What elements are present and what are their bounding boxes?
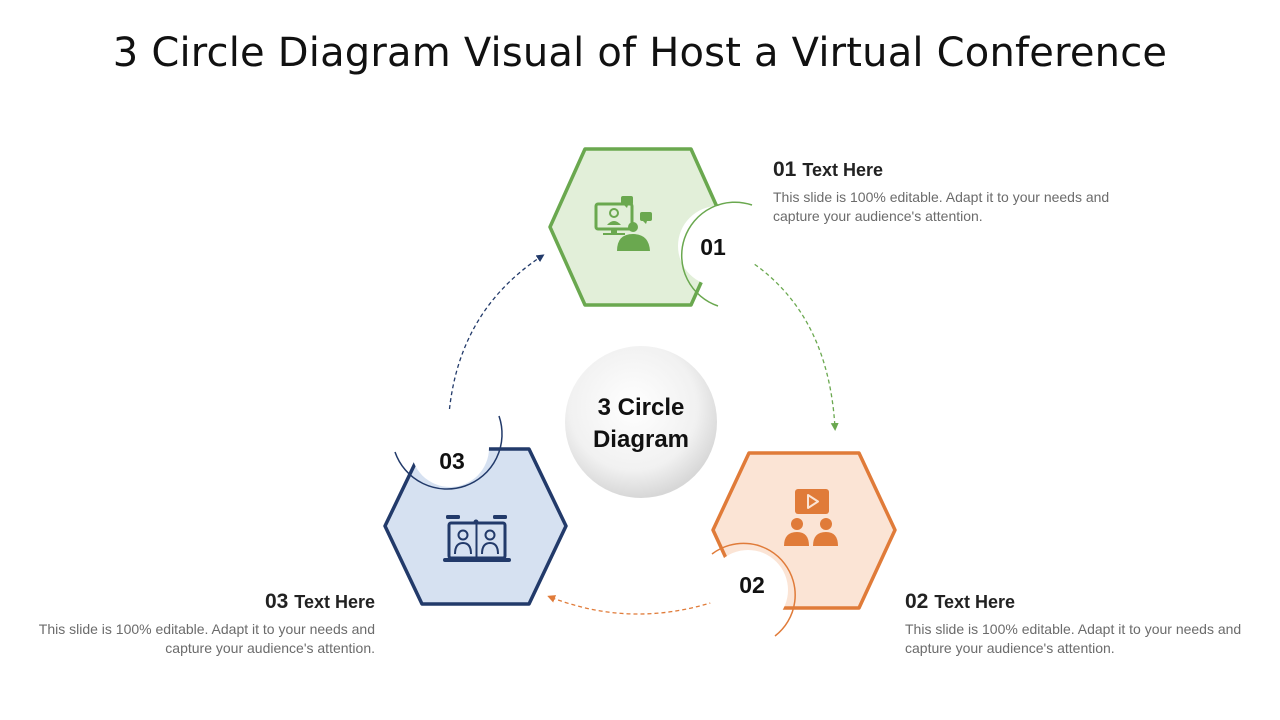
text-block-01-heading: Text Here bbox=[802, 160, 884, 180]
text-block-03-heading: Text Here bbox=[294, 592, 375, 612]
center-label-line2: Diagram bbox=[593, 426, 689, 453]
arrow-01-to-02 bbox=[736, 252, 839, 431]
center-label-line1: 3 Circle bbox=[598, 394, 685, 421]
badge-02-number: 02 bbox=[739, 572, 765, 598]
badge-02: 02 bbox=[708, 542, 796, 637]
video-call-person-icon bbox=[594, 196, 652, 251]
badge-01: 01 bbox=[678, 201, 758, 307]
badge-01-number: 01 bbox=[700, 234, 726, 260]
text-block-03-description: This slide is 100% editable. Adapt it to… bbox=[38, 621, 375, 656]
center-circle: 3 Circle Diagram bbox=[565, 346, 717, 498]
text-block-02-heading: Text Here bbox=[934, 592, 1016, 612]
hexagon-step-03 bbox=[383, 447, 568, 606]
text-block-03-number: 03 bbox=[264, 590, 289, 613]
laptop-video-chat-icon bbox=[443, 515, 511, 562]
presentation-audience-icon bbox=[784, 489, 838, 546]
page-title: 3 Circle Diagram Visual of Host a Virtua… bbox=[112, 30, 1168, 76]
arrow-02-to-03 bbox=[547, 594, 734, 615]
badge-03-number: 03 bbox=[439, 448, 465, 474]
text-block-01-description: This slide is 100% editable. Adapt it to… bbox=[773, 189, 1110, 224]
badge-03: 03 bbox=[394, 409, 503, 490]
text-block-02-description: This slide is 100% editable. Adapt it to… bbox=[905, 621, 1242, 656]
text-block-02-number: 02 bbox=[905, 590, 929, 613]
text-block-01-number: 01 bbox=[773, 158, 797, 181]
arrow-03-to-01 bbox=[447, 254, 545, 431]
